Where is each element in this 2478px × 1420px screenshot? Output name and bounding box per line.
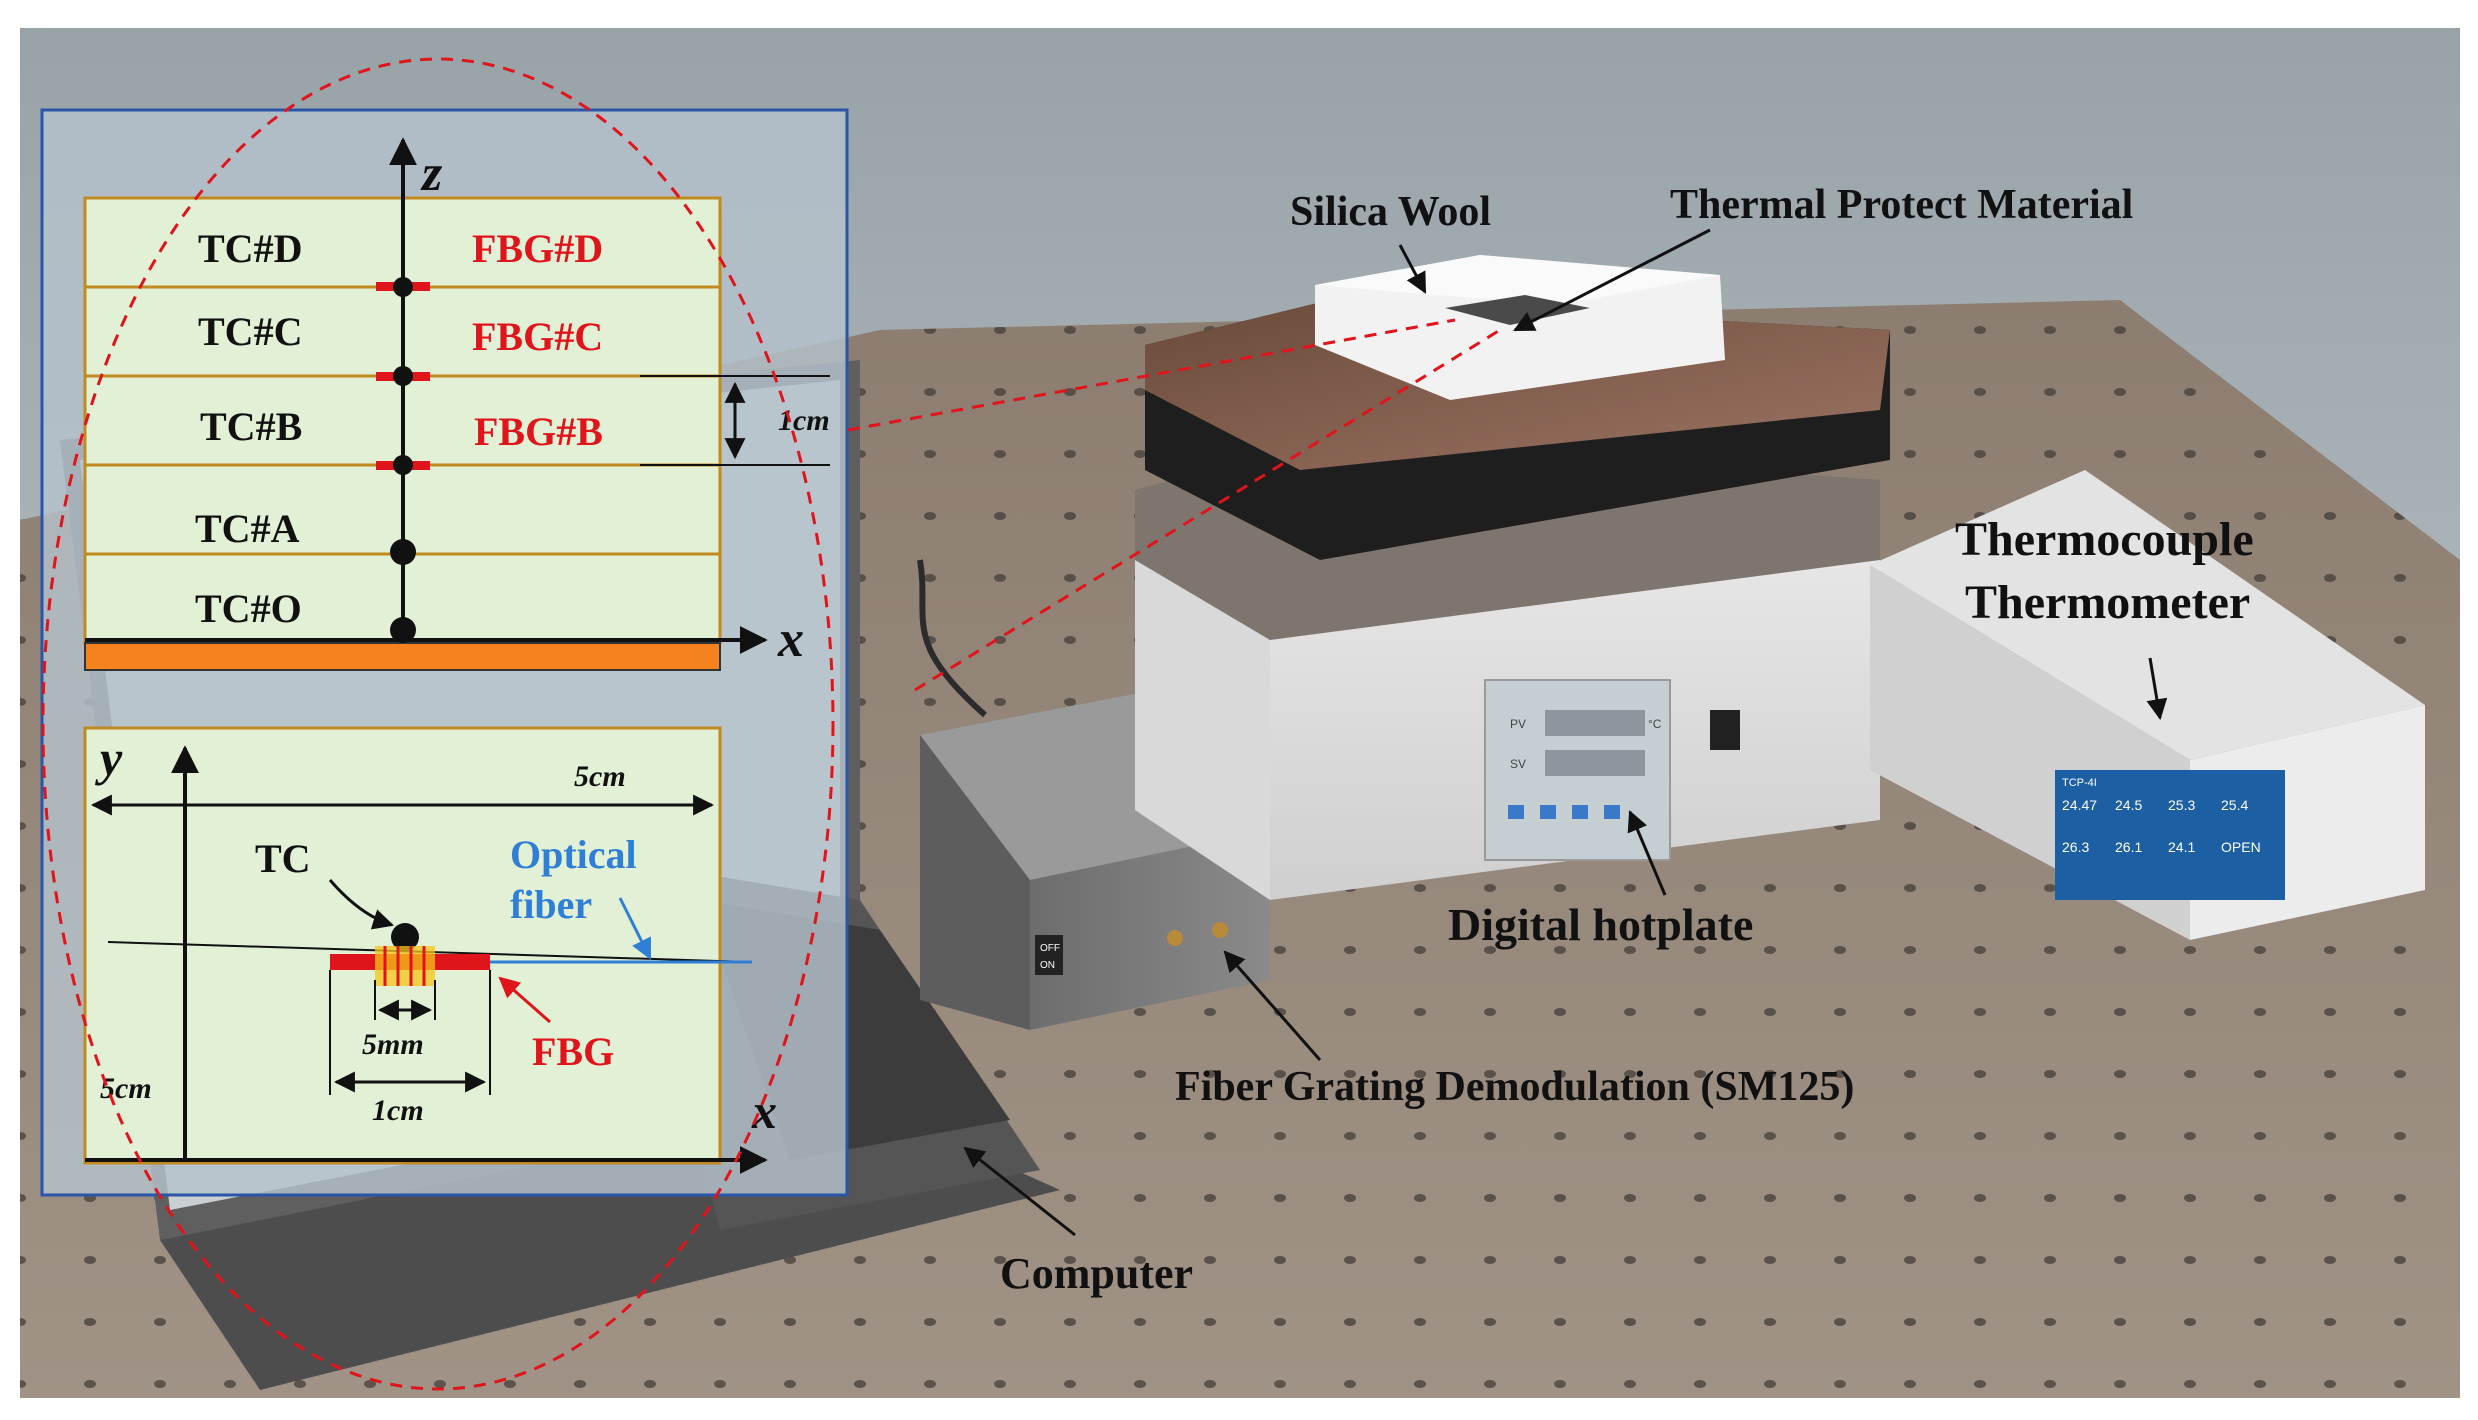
callout-ellipse — [41, 57, 835, 1391]
svg-text:26.1: 26.1 — [2115, 839, 2142, 855]
svg-text:ON: ON — [1040, 960, 1055, 971]
y-axis-label: y — [95, 730, 123, 786]
demodulator-arrow — [1223, 950, 1322, 1061]
svg-text:OPEN: OPEN — [2221, 839, 2261, 855]
fiber-grating-label: Fiber Grating Demodulation (SM125) — [1175, 1064, 1854, 1110]
x-axis-label-top: x — [751, 1083, 777, 1139]
spacing-label: 1cm — [778, 404, 830, 437]
svg-text:°C: °C — [1648, 717, 1662, 731]
top-view-schematic: y x 5cm 5cm TC Optical fiber 5mm 1cm FBG — [83, 726, 777, 1174]
svg-text:TCP-4I: TCP-4I — [2062, 777, 2097, 789]
svg-text:24.5: 24.5 — [2115, 797, 2142, 813]
fbg-c-label: FBG#C — [472, 314, 603, 359]
callout-leader-bottom — [914, 328, 1501, 692]
svg-text:OFF: OFF — [1040, 943, 1060, 954]
side-view-schematic: z x TC#D FBG#D TC#C FBG#C TC#B FBG#B TC#… — [83, 137, 830, 671]
hotplate-arrow — [1627, 810, 1667, 896]
silica-arrow — [1398, 244, 1427, 294]
digital-hotplate-device: PV SV °C — [1135, 255, 1890, 900]
tc-b-label: TC#B — [200, 404, 302, 449]
tc-d-label: TC#D — [198, 226, 302, 271]
tc-o-label: TC#O — [195, 586, 302, 631]
optical-fiber-label-1: Optical — [510, 832, 637, 877]
optical-fiber-arrow — [618, 897, 652, 960]
computer-label: Computer — [1000, 1249, 1193, 1298]
thermocouple-label-line1: Thermocouple — [1955, 513, 2254, 566]
fiber-grating-demodulator: OFF ON — [917, 559, 1270, 1030]
fbg-b-label: FBG#B — [474, 409, 603, 454]
thermometer-arrow — [2146, 657, 2168, 721]
height-label: 5cm — [100, 1072, 152, 1105]
tc-a-dot — [390, 539, 416, 565]
svg-text:25.4: 25.4 — [2221, 797, 2248, 813]
thermal-protect-arrow — [1513, 228, 1711, 332]
thermocouple-thermometer-device: TCP-4I 24.47 24.5 25.3 25.4 26.3 26.1 24… — [1870, 470, 2425, 940]
thermocouple-label-line2: Thermometer — [1965, 576, 2250, 629]
tc-arrow — [328, 879, 395, 930]
fbg-length-label: 1cm — [372, 1094, 424, 1127]
tc-b-dot — [393, 455, 413, 475]
fbg-label: FBG — [532, 1029, 614, 1074]
tc-c-label: TC#C — [198, 309, 302, 354]
z-axis-label: z — [420, 145, 443, 202]
fbg-d-label: FBG#D — [472, 226, 603, 271]
svg-text:25.3: 25.3 — [2168, 797, 2195, 813]
svg-text:26.3: 26.3 — [2062, 839, 2089, 855]
x-axis-label-side: x — [777, 611, 804, 668]
tc-o-dot — [390, 617, 416, 643]
fbg-arrow — [498, 976, 551, 1024]
svg-text:SV: SV — [1510, 757, 1526, 771]
callout-leader-top — [847, 318, 1456, 432]
optical-fiber-label-2: fiber — [510, 882, 592, 927]
tc-c-dot — [393, 366, 413, 386]
silica-wool-label: Silica Wool — [1290, 189, 1491, 235]
tc-label: TC — [255, 836, 311, 881]
svg-text:24.47: 24.47 — [2062, 797, 2097, 813]
grating-length-label: 5mm — [362, 1028, 424, 1061]
digital-hotplate-label: Digital hotplate — [1448, 899, 1753, 950]
tc-d-dot — [393, 277, 413, 297]
heating-base — [84, 642, 721, 671]
width-label: 5cm — [574, 760, 626, 793]
svg-text:24.1: 24.1 — [2168, 839, 2195, 855]
tc-a-label: TC#A — [195, 506, 300, 551]
svg-text:PV: PV — [1510, 717, 1526, 731]
thermal-protect-label: Thermal Protect Material — [1670, 182, 2133, 228]
tc-dot — [391, 923, 419, 951]
computer-arrow — [963, 1146, 1076, 1237]
